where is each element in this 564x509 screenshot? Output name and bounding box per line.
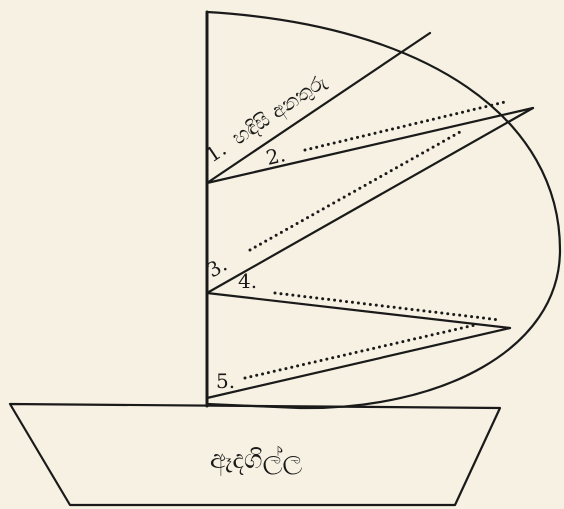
line-5-number: 5. [216,369,235,393]
sail-outline [207,12,560,408]
hull-label: ඈදගිල්ල [210,445,303,476]
line-2-number: 2. [264,142,288,170]
answer-blank-2[interactable] [305,102,505,150]
sail-division-line [207,328,510,398]
answer-blank-5[interactable] [245,325,475,378]
sail-division-line [207,33,430,183]
sail-division-line [207,293,510,328]
line-4-number: 4. [238,269,257,293]
answer-blank-4[interactable] [275,293,500,320]
